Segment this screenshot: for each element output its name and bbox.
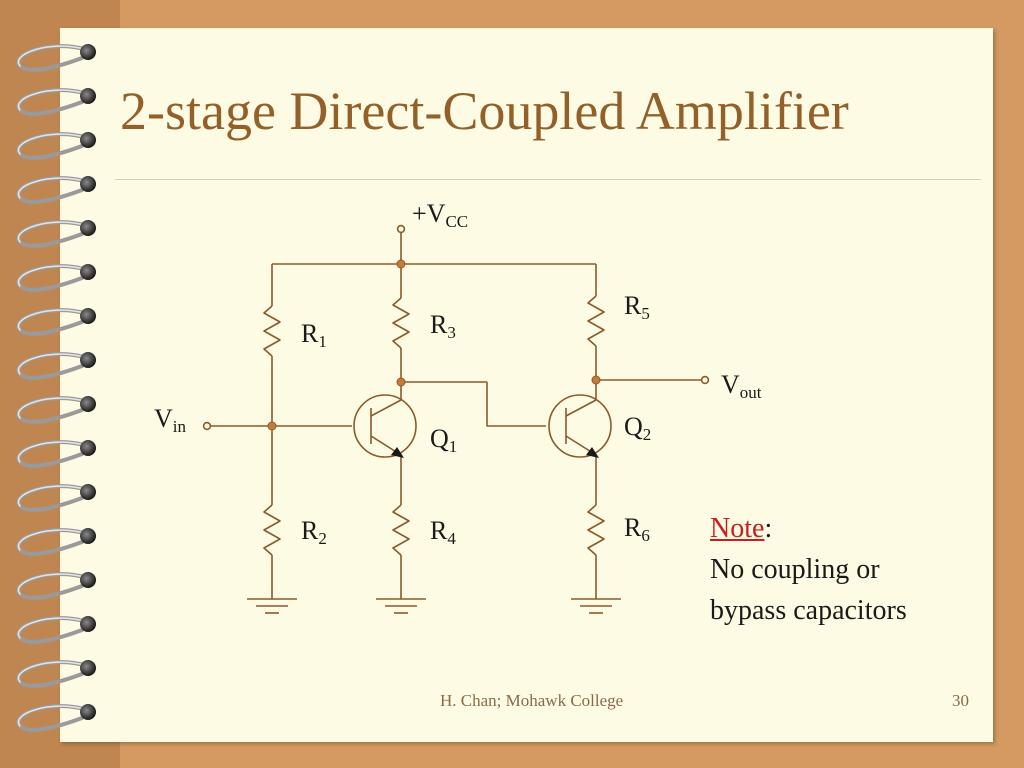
- spiral-binding: [16, 44, 96, 732]
- vcc-junction: [396, 259, 406, 269]
- input-terminal: [202, 421, 212, 431]
- q1-emitter-arrow: [391, 447, 404, 458]
- r3-label: R3: [430, 310, 456, 342]
- q2-label: Q2: [624, 412, 652, 444]
- slide-page: [60, 28, 993, 742]
- ground-symbol-right: [571, 598, 621, 614]
- q1-label: Q1: [430, 424, 458, 456]
- binding-ring: [16, 264, 96, 292]
- q1-collector-lead: [370, 399, 402, 417]
- note-heading: Note: [710, 513, 765, 544]
- binding-ring: [16, 44, 96, 72]
- note-colon: :: [764, 513, 773, 544]
- output-terminal: [700, 375, 710, 385]
- page-number: 30: [952, 691, 969, 710]
- r4-resistor: [392, 504, 410, 556]
- output-junction: [591, 375, 601, 385]
- r2-label: R2: [301, 516, 327, 548]
- vout-label: Vout: [721, 370, 762, 402]
- note-heading-line: Note:: [710, 508, 907, 549]
- r5-label: R5: [624, 291, 650, 323]
- note-line-1: No coupling or: [710, 554, 880, 585]
- vcc-terminal: [396, 224, 406, 234]
- binding-ring: [16, 352, 96, 380]
- r5-resistor: [587, 295, 605, 347]
- r1-label: R1: [301, 319, 327, 351]
- binding-ring: [16, 396, 96, 424]
- q1-collector-junction: [396, 377, 406, 387]
- binding-ring: [16, 572, 96, 600]
- binding-ring: [16, 308, 96, 336]
- ground-symbol-left: [247, 598, 297, 614]
- ground-symbol-middle: [376, 598, 426, 614]
- binding-ring: [16, 704, 96, 732]
- slide-title: 2-stage Direct-Coupled Amplifier: [120, 81, 849, 141]
- vin-label: Vin: [154, 404, 187, 436]
- r4-label: R4: [430, 516, 456, 548]
- q1-transistor-body: [353, 394, 417, 458]
- r6-resistor: [587, 504, 605, 556]
- note-block: Note: No coupling or bypass capacitors: [710, 508, 907, 631]
- q2-emitter-arrow: [586, 447, 599, 458]
- note-line-2: bypass capacitors: [710, 595, 907, 626]
- binding-ring: [16, 132, 96, 160]
- binding-ring: [16, 484, 96, 512]
- q2-collector-lead: [565, 399, 597, 417]
- q2-transistor-body: [548, 394, 612, 458]
- binding-ring: [16, 616, 96, 644]
- binding-ring: [16, 220, 96, 248]
- binding-ring: [16, 440, 96, 468]
- title-divider: [115, 179, 981, 180]
- binding-ring: [16, 176, 96, 204]
- r1-resistor: [263, 305, 281, 357]
- r2-resistor: [263, 504, 281, 556]
- q2-base-wire: [486, 382, 546, 427]
- footer-credit: H. Chan; Mohawk College: [440, 691, 624, 710]
- vcc-label: +VCC: [412, 199, 469, 231]
- binding-ring: [16, 660, 96, 688]
- r3-resistor: [392, 297, 410, 349]
- binding-ring: [16, 528, 96, 556]
- input-junction: [267, 421, 277, 431]
- binding-ring: [16, 88, 96, 116]
- r6-label: R6: [624, 513, 650, 545]
